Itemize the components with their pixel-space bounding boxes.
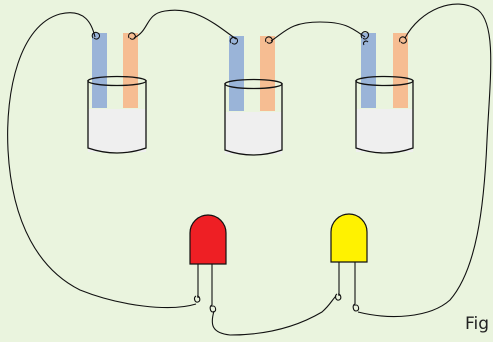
- red-led-body: [189, 214, 227, 265]
- cell-3-beaker-rim: [355, 75, 414, 87]
- wire-cell2-to-cell3: [270, 21, 366, 42]
- cell-3-beaker: [355, 80, 414, 154]
- cell-1-solution: [88, 109, 146, 152]
- cell-3-electrode-right: [393, 33, 408, 108]
- cell-1-wire-clip-left: [91, 31, 101, 40]
- cell-2-electrode-right: [260, 36, 275, 111]
- cell-1-electrode-right: [123, 33, 138, 108]
- cell-1-wire-clip-right: [128, 32, 136, 40]
- yellow-led-leg-clip-left: [334, 293, 342, 301]
- cell-2-electrode-left: [229, 36, 244, 111]
- wire-cell1-to-red-led: [7, 12, 197, 309]
- cell-3-solution: [356, 109, 413, 152]
- cell-2-beaker-rim: [224, 78, 283, 90]
- red-led-leg-clip-left: [193, 295, 201, 303]
- wire-cell1-to-cell2: [133, 9, 237, 40]
- cell-1-beaker: [87, 80, 147, 154]
- red-led: [189, 214, 227, 313]
- yellow-led: [330, 213, 368, 312]
- yellow-led-body: [330, 213, 368, 263]
- cell-1-electrode-left: [92, 33, 107, 108]
- wire-cell3-to-yellow-led: [357, 3, 492, 317]
- cell-2: [224, 36, 283, 156]
- red-led-leg-clip-right: [209, 304, 217, 313]
- cell-3-wire-clip-right: [399, 36, 407, 44]
- cell-1-beaker-rim: [87, 75, 147, 87]
- yellow-led-leg-clip-right: [352, 303, 360, 312]
- wire-red-to-yellow-led: [211, 295, 337, 336]
- cell-3: [355, 30, 414, 154]
- figure-caption: Fig: [465, 314, 490, 334]
- cell-2-solution: [225, 112, 282, 154]
- cell-1: [87, 31, 147, 154]
- cell-2-beaker: [224, 83, 283, 156]
- wires: [7, 3, 492, 336]
- cell-3-electrode-left: [361, 33, 376, 108]
- cell-2-wire-clip-right: [265, 36, 273, 44]
- cell-2-wire-clip-left: [229, 36, 239, 45]
